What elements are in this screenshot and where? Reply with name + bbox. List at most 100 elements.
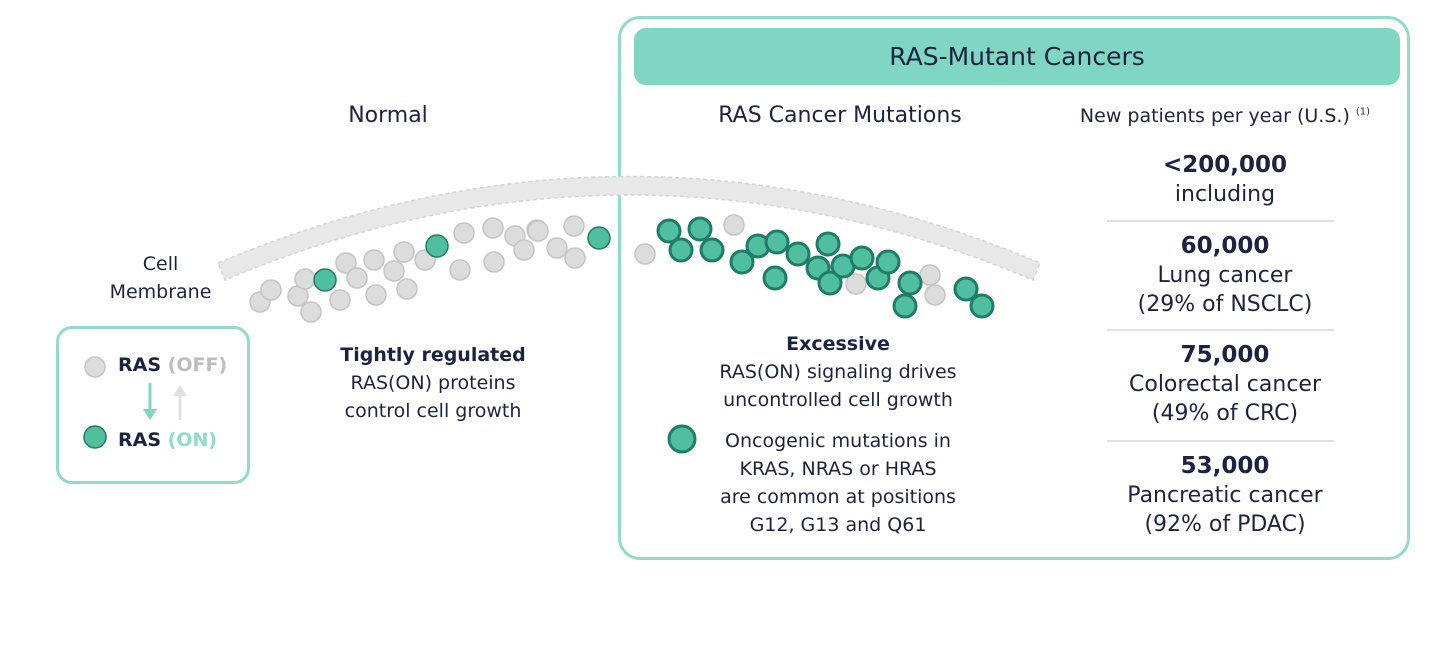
ras-off-protein [260, 279, 282, 301]
mutant-ras-on-protein [764, 229, 790, 255]
oncogenic-note-line1: Oncogenic mutations in [725, 430, 951, 452]
stat-pancreatic-value: 53,000 [1180, 453, 1270, 479]
oncogenic-note-line3: are common at positions [720, 486, 956, 508]
normal-caption-line1: RAS(ON) proteins [350, 372, 516, 394]
ras-off-protein [919, 264, 941, 286]
patients-column-title: New patients per year (U.S.) (1) [1050, 105, 1400, 127]
oncogenic-note-line2: KRAS, NRAS or HRAS [739, 458, 937, 480]
legend-activation-arrow-icon [143, 383, 157, 420]
stat-colorectal: 75,000 Colorectal cancer (49% of CRC) [1095, 341, 1355, 428]
mutant-ras-on-protein [875, 249, 901, 275]
oncogenic-note: Oncogenic mutations in KRAS, NRAS or HRA… [700, 427, 976, 539]
ras-off-protein [564, 247, 586, 269]
legend-on-state: (ON) [167, 429, 218, 451]
mutant-ras-on-protein [729, 249, 755, 275]
mutant-ras-on-protein [815, 231, 841, 257]
ras-off-protein [449, 259, 471, 281]
legend-deactivation-arrow-icon [173, 385, 187, 420]
stat-divider [1107, 220, 1334, 222]
ras-off-protein [396, 278, 418, 300]
ras-off-protein [294, 268, 316, 290]
ras-on-protein [313, 268, 337, 292]
cell-membrane-label: Cell Membrane [98, 250, 223, 306]
ras-off-protein [723, 214, 745, 236]
mutant-ras-on-protein [817, 270, 843, 296]
ras-off-protein [634, 243, 656, 265]
mutant-ras-on-protein [656, 218, 682, 244]
ras-on-protein [425, 234, 449, 258]
ras-off-protein [924, 284, 946, 306]
stat-lung-line1: Lung cancer [1157, 263, 1293, 288]
normal-column-title: Normal [348, 103, 428, 128]
ras-off-protein [453, 222, 475, 244]
stat-total-value: <200,000 [1162, 152, 1288, 178]
ras-off-protein [365, 284, 387, 306]
stat-pancreatic-line1: Pancreatic cancer [1127, 483, 1323, 508]
mutant-ras-on-protein [969, 293, 995, 319]
stat-total-line1: including [1174, 182, 1276, 207]
cell-membrane-label-line1: Cell [142, 253, 179, 275]
stat-colorectal-value: 75,000 [1180, 342, 1270, 368]
ras-off-protein [546, 237, 568, 259]
stat-pancreatic: 53,000 Pancreatic cancer (92% of PDAC) [1095, 452, 1355, 539]
stat-lung: 60,000 Lung cancer (29% of NSCLC) [1095, 232, 1355, 319]
ras-off-protein [563, 215, 585, 237]
ras-off-proteins [249, 214, 946, 323]
ras-off-protein [363, 249, 385, 271]
normal-ras-on-proteins [313, 226, 611, 292]
legend-on-protein-icon [83, 425, 107, 449]
legend-off-protein-icon [84, 356, 106, 378]
stat-lung-value: 60,000 [1180, 233, 1270, 259]
legend-off-label: RAS (OFF) [118, 354, 227, 376]
ras-legend [56, 326, 250, 484]
stat-divider [1107, 440, 1334, 442]
ras-off-protein [335, 252, 357, 274]
ras-off-protein [483, 251, 505, 273]
oncogenic-mutation-icon [667, 424, 697, 454]
mutant-ras-on-protein [762, 265, 788, 291]
stat-colorectal-line2: (49% of CRC) [1151, 401, 1299, 426]
mutant-ras-on-protein [897, 270, 923, 296]
mutant-ras-on-protein [699, 237, 725, 263]
ras-off-protein [393, 241, 415, 263]
cell-membrane-band [217, 175, 1041, 281]
ras-off-protein [300, 301, 322, 323]
oncogenic-note-line4: G12, G13 and Q61 [749, 514, 927, 536]
mutant-cancers-banner: RAS-Mutant Cancers [634, 28, 1400, 85]
mutant-cancers-panel [618, 16, 1410, 560]
mutant-ras-on-protein [892, 293, 918, 319]
legend-off-ras: RAS [118, 354, 162, 376]
ras-off-protein [346, 267, 368, 289]
mutant-ras-on-protein [849, 245, 875, 271]
mutant-ras-on-protein [785, 241, 811, 267]
ras-off-protein [383, 260, 405, 282]
stat-divider [1107, 329, 1334, 331]
mutant-caption: Excessive RAS(ON) signaling drives uncon… [690, 330, 986, 414]
legend-off-state: (OFF) [167, 354, 228, 376]
ras-on-protein [587, 226, 611, 250]
mutant-ras-on-protein [687, 216, 713, 242]
mutant-caption-line1: RAS(ON) signaling drives [719, 361, 957, 383]
mutant-caption-line2: uncontrolled cell growth [723, 389, 953, 411]
cell-membrane-label-line2: Membrane [109, 281, 212, 303]
mutant-ras-on-proteins [656, 216, 995, 319]
ras-off-protein [527, 220, 549, 242]
normal-caption-line2: control cell growth [344, 400, 522, 422]
ras-off-protein [329, 289, 351, 311]
normal-caption: Tightly regulated RAS(ON) proteins contr… [300, 341, 566, 425]
stat-pancreatic-line2: (92% of PDAC) [1144, 512, 1306, 537]
mutant-ras-on-protein [668, 237, 694, 263]
ras-off-protein [513, 239, 535, 261]
patients-footnote: (1) [1355, 106, 1371, 118]
stat-lung-line2: (29% of NSCLC) [1137, 292, 1313, 317]
mutant-ras-on-protein [953, 276, 979, 302]
legend-on-label: RAS (ON) [118, 429, 217, 451]
mutant-caption-bold: Excessive [786, 333, 890, 355]
stat-colorectal-line1: Colorectal cancer [1129, 372, 1321, 397]
legend-on-ras: RAS [118, 429, 162, 451]
stat-total: <200,000 including [1095, 151, 1355, 209]
patients-title-text: New patients per year (U.S.) [1079, 105, 1350, 127]
ras-off-protein [482, 217, 504, 239]
mutations-column-title: RAS Cancer Mutations [718, 103, 962, 128]
